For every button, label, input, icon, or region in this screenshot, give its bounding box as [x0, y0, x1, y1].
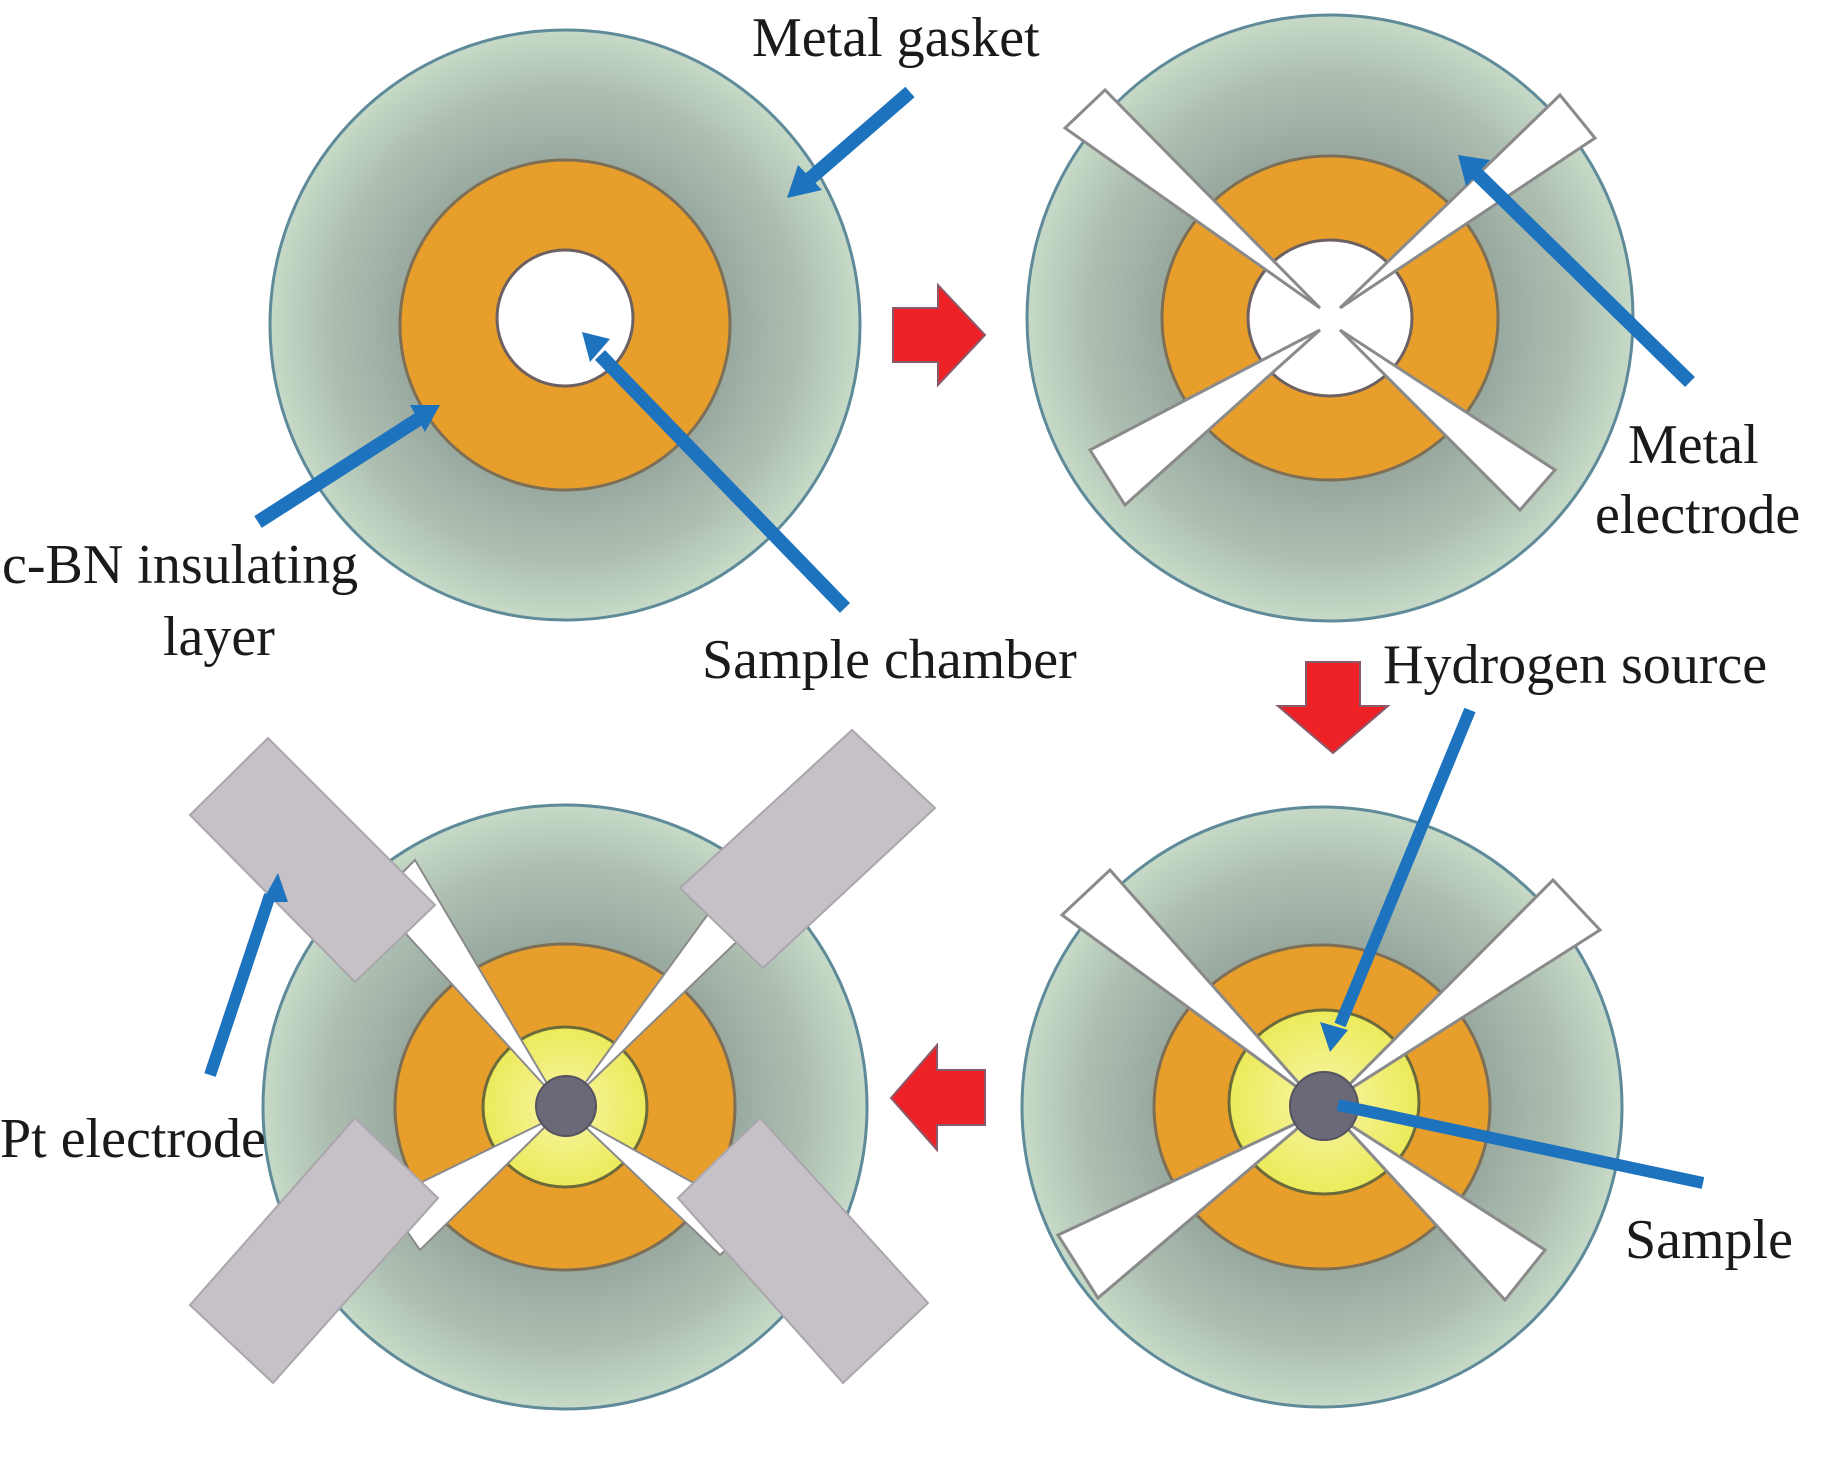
- metal-electrode-group: [1055, 867, 1603, 1303]
- metal-electrode-top-right: [1334, 877, 1603, 1100]
- flow-arrow-down: [1275, 661, 1391, 755]
- pt-electrode-top-right: [678, 728, 937, 970]
- label-cbn-line1: c-BN insulating: [2, 534, 358, 596]
- sample-chamber: [495, 248, 635, 388]
- flow-arrow-left: [889, 1042, 986, 1153]
- label-metal-electrode-line1: Metal: [1628, 414, 1759, 476]
- sample: [535, 1075, 597, 1137]
- label-sample: Sample: [1625, 1209, 1793, 1271]
- metal-electrode-bottom-left: [1055, 1114, 1313, 1301]
- metal-electrode-bottom-left: [1087, 328, 1322, 508]
- pt-electrode-top-left: [188, 736, 437, 984]
- metal-electrode-bottom-right: [1334, 1114, 1548, 1303]
- label-cbn-line2: layer: [163, 606, 275, 668]
- pointer-arrow-hydrogen-source: [1320, 707, 1476, 1052]
- panel-step-4: Pt electrode: [0, 728, 937, 1411]
- metal-electrode-top-right: [1338, 92, 1598, 310]
- label-metal-electrode-line2: electrode: [1595, 484, 1800, 546]
- pointer-arrow-metal-gasket: [787, 86, 915, 198]
- metal-electrode-group: [1062, 87, 1598, 513]
- panel-step-1: Metal gasket c-BN insulating layer Sampl…: [2, 7, 1077, 691]
- pt-electrode-group: [188, 728, 937, 1385]
- pointer-arrow-sample-chamber: [582, 332, 851, 613]
- metal-electrode-top-left: [1059, 867, 1314, 1100]
- pointer-arrow-sample: [1336, 1099, 1705, 1189]
- pointer-arrow-cbn-layer: [254, 405, 440, 528]
- panel-step-2: Metal electrode: [1025, 13, 1800, 623]
- pt-electrode-bottom-left: [188, 1116, 440, 1385]
- label-metal-gasket: Metal gasket: [752, 7, 1040, 69]
- panel-step-3: Hydrogen source Sample: [1020, 634, 1793, 1409]
- pt-electrode-bottom-right: [676, 1116, 930, 1385]
- flow-arrow-right: [892, 282, 987, 388]
- metal-electrode-bottom-right: [1338, 328, 1558, 513]
- label-sample-chamber: Sample chamber: [702, 629, 1077, 691]
- label-pt-electrode: Pt electrode: [0, 1108, 266, 1170]
- label-hydrogen-source: Hydrogen source: [1383, 634, 1767, 696]
- pointer-arrow-metal-electrode: [1458, 155, 1695, 388]
- metal-electrode-top-left: [1062, 87, 1322, 310]
- pointer-arrow-pt-electrode: [204, 873, 288, 1077]
